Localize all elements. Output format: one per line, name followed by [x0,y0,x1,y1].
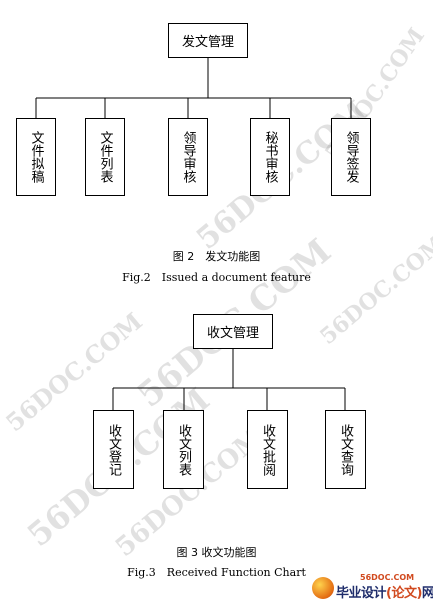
fig3-child-box: 收文列表 [163,410,204,489]
fig2-child-box: 秘书审核 [250,118,290,196]
fig3-child-box: 收文登记 [93,410,134,489]
fig2-child-box: 文件拟稿 [16,118,56,196]
brand-site-text: 56DOC.COM [360,573,415,582]
fig3-child-box: 收文批阅 [247,410,288,489]
fig3-root-box: 收文管理 [193,314,273,349]
fig2-child-box: 领导审核 [168,118,208,196]
site-brand: 56DOC.COM 毕业设计(论文)网 [312,573,433,601]
fig2-caption-en: Fig.2 Issued a document feature [122,271,311,284]
brand-name-c: 网 [421,586,433,601]
brand-name: 毕业设计(论文)网 [336,582,433,601]
fig3-caption-en: Fig.3 Received Function Chart [127,566,306,579]
fig2-caption-cn: 图 2 发文功能图 [172,250,261,263]
brand-logo-icon [312,577,334,599]
fig2-child-box: 文件列表 [85,118,125,196]
fig3-child-box: 收文查询 [325,410,366,489]
brand-name-b: (论文) [386,586,422,601]
fig2-child-box: 领导签发 [331,118,371,196]
fig2-root-box: 发文管理 [168,23,248,58]
fig3-caption-cn: 图 3 收文功能图 [176,546,257,559]
brand-name-a: 毕业设计 [336,586,387,601]
